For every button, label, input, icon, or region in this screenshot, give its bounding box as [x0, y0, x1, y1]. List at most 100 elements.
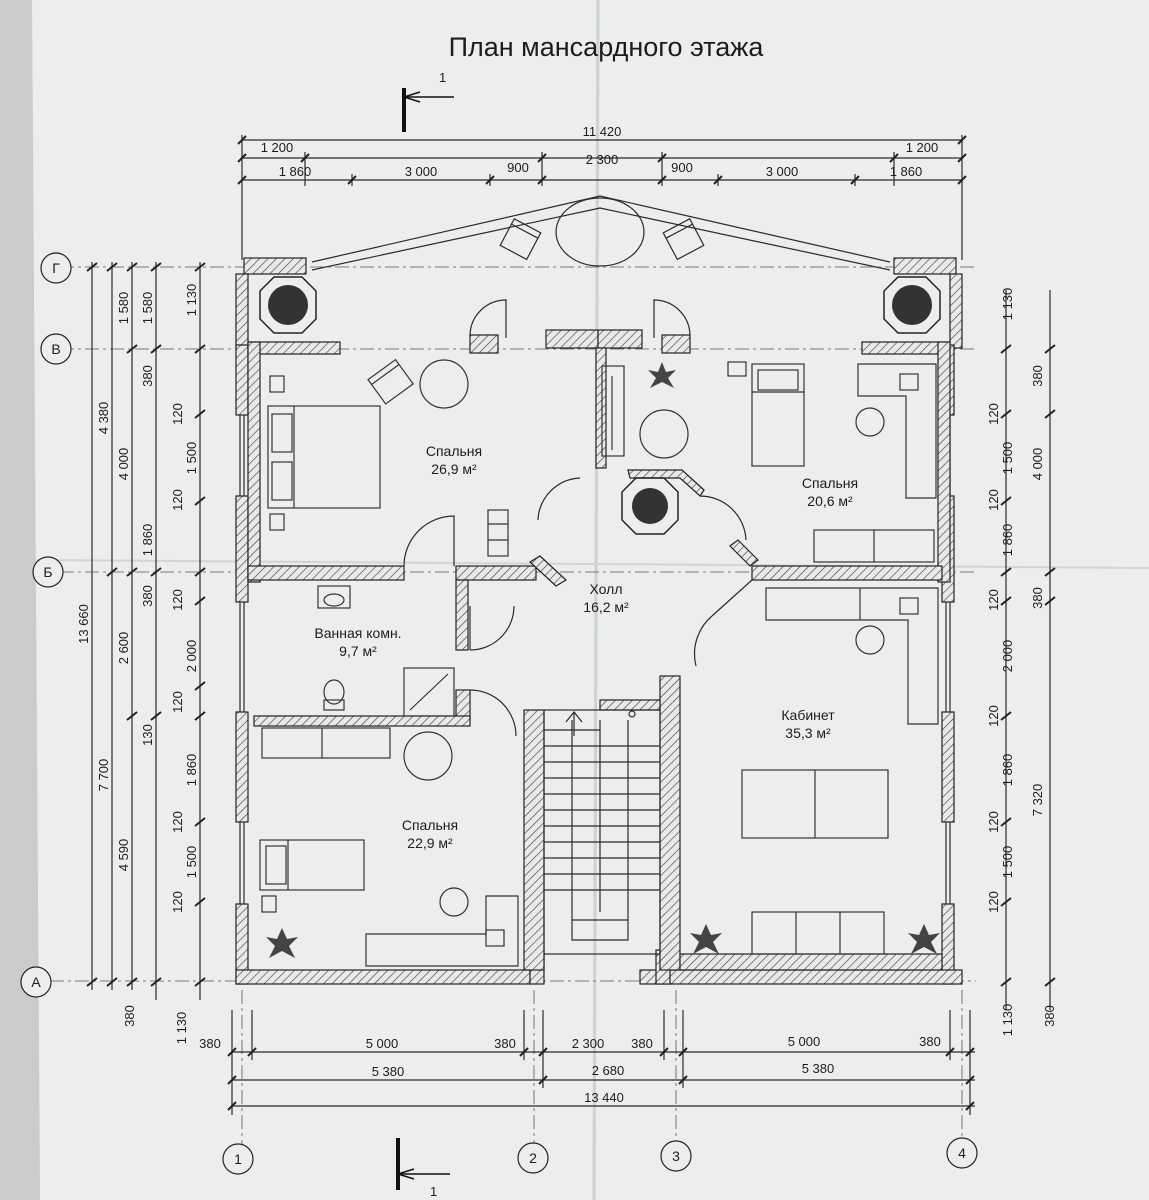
hall-planter-icon [621, 477, 679, 535]
staircase [543, 709, 661, 955]
section-label-top: 1 [439, 70, 446, 85]
dim-right-7320-label: 7 320 [1030, 784, 1045, 817]
dim-bottom-5380-b: 5 380 [802, 1061, 835, 1076]
dim-right-1130-top: 1 130 [1000, 288, 1015, 321]
dim-right-1860: 1 860 [1000, 754, 1015, 787]
room-area-office: 35,3 м² [785, 725, 831, 741]
hall-plant-icon [648, 362, 676, 388]
plan-title: План мансардного этажа [449, 32, 765, 62]
window-openings [239, 415, 951, 904]
axis-label-3: 3 [672, 1148, 680, 1164]
dim-top-2300: 2 300 [586, 152, 619, 167]
room-name-bedroom-sw: Спальня [402, 817, 458, 833]
bedroom-nw-furniture [267, 358, 509, 557]
dim-bottom-380-d: 380 [919, 1034, 941, 1049]
dim-right-380-a: 380 [1030, 365, 1045, 387]
office-plant-left-icon [690, 924, 722, 954]
axis-bubble-v: В [40, 333, 72, 365]
dim-bottom-2300: 2 300 [572, 1036, 605, 1051]
dim-left-120-c: 120 [170, 589, 185, 611]
dim-top-3000-right: 3 000 [766, 164, 799, 179]
dim-left-120-a: 120 [170, 403, 185, 425]
bottom-dim-ticks [227, 1047, 975, 1111]
bathroom-fixtures [317, 585, 455, 717]
room-name-bathroom: Ванная комн. [314, 625, 401, 641]
room-name-bedroom-ne: Спальня [802, 475, 858, 491]
section-label-bottom: 1 [430, 1184, 437, 1199]
right-dimensions [1005, 290, 1051, 1010]
dim-bottom-380-c: 380 [631, 1036, 653, 1051]
bedroom-ne-furniture [727, 361, 937, 563]
room-area-bathroom: 9,7 м² [339, 643, 377, 659]
dim-left-380-bottom: 380 [122, 1005, 137, 1027]
dim-right-380-b: 380 [1030, 587, 1045, 609]
axis-label-1: 1 [234, 1151, 242, 1167]
dim-top-1860-left: 1 860 [279, 164, 312, 179]
axis-bubble-3: 3 [660, 1140, 692, 1172]
dim-top-total: 11 420 [583, 124, 622, 139]
axis-label-g: Г [52, 260, 60, 276]
bedroom-sw-plant-icon [266, 928, 298, 958]
dim-left-2000: 2 000 [184, 640, 199, 673]
section-mark-bottom: 1 [395, 1138, 450, 1199]
dim-bottom-5000-a: 5 000 [366, 1036, 399, 1051]
balcony-roof-outline [311, 195, 891, 271]
dim-left-1860-a: 1 860 [140, 524, 155, 557]
dim-right-1500-a: 1 500 [1000, 442, 1015, 475]
room-name-hall: Холл [590, 581, 623, 597]
dim-right-4000: 4 000 [1030, 448, 1045, 481]
dim-left-120-e: 120 [170, 811, 185, 833]
dim-right-120-f: 120 [986, 891, 1001, 913]
dim-top-1200-right: 1 200 [906, 140, 939, 155]
dim-left-total: 13 660 [76, 604, 91, 644]
left-dim-ticks [86, 262, 206, 987]
axis-label-a: А [31, 974, 41, 990]
dim-bottom-total: 13 440 [584, 1090, 624, 1105]
room-name-office: Кабинет [781, 707, 835, 723]
dim-left-120-d: 120 [170, 691, 185, 713]
dim-left-7700: 7 700 [96, 759, 111, 792]
bedroom-nw-plant-icon [259, 276, 317, 334]
axis-bubble-g: Г [40, 252, 72, 284]
bedroom-sw-furniture [259, 727, 519, 967]
right-dim-ticks [1000, 344, 1056, 987]
dim-right-1130-bottom: 1 130 [1000, 1004, 1015, 1037]
section-mark-top: 1 [401, 70, 454, 132]
dim-right-1860-b: 1 860 [1000, 524, 1015, 557]
dim-right-1500-b: 1 500 [1000, 846, 1015, 879]
dim-left-2600: 2 600 [116, 632, 131, 665]
axis-bubble-a: А [20, 966, 52, 998]
room-area-bedroom-ne: 20,6 м² [807, 493, 853, 509]
axis-label-b: Б [43, 564, 52, 580]
dim-top-1860-right: 1 860 [890, 164, 923, 179]
dim-bottom-380-b: 380 [494, 1036, 516, 1051]
room-area-bedroom-sw: 22,9 м² [407, 835, 453, 851]
dim-left-1130-top: 1 130 [184, 284, 199, 317]
axis-bubble-4: 4 [946, 1137, 978, 1169]
dim-right-120-b: 120 [986, 489, 1001, 511]
dim-left-4590: 4 590 [116, 839, 131, 872]
axis-label-2: 2 [529, 1150, 537, 1166]
dim-left-380-a: 380 [140, 365, 155, 387]
dim-right-2000: 2 000 [1000, 640, 1015, 673]
dim-top-900-left: 900 [507, 160, 529, 175]
dim-left-1580-b: 1 580 [140, 292, 155, 325]
office-plant-right-icon [908, 924, 940, 954]
interior-walls [247, 329, 951, 971]
dim-bottom-5000-b: 5 000 [788, 1034, 821, 1049]
room-name-bedroom-nw: Спальня [426, 443, 482, 459]
dim-top-1200-left: 1 200 [261, 140, 294, 155]
dim-left-120-b: 120 [170, 489, 185, 511]
left-dimensions [91, 262, 201, 1000]
dim-left-130: 130 [140, 724, 155, 746]
dim-left-4380: 4 380 [96, 402, 111, 435]
room-area-hall: 16,2 м² [583, 599, 629, 615]
hall-furniture [601, 365, 689, 459]
top-dim-ticks [237, 135, 967, 185]
doors [403, 299, 753, 737]
dim-bottom-2680: 2 680 [592, 1063, 625, 1078]
dim-left-1500-b: 1 500 [184, 846, 199, 879]
dim-right-120-c: 120 [986, 589, 1001, 611]
dim-bottom-380-a: 380 [199, 1036, 221, 1051]
